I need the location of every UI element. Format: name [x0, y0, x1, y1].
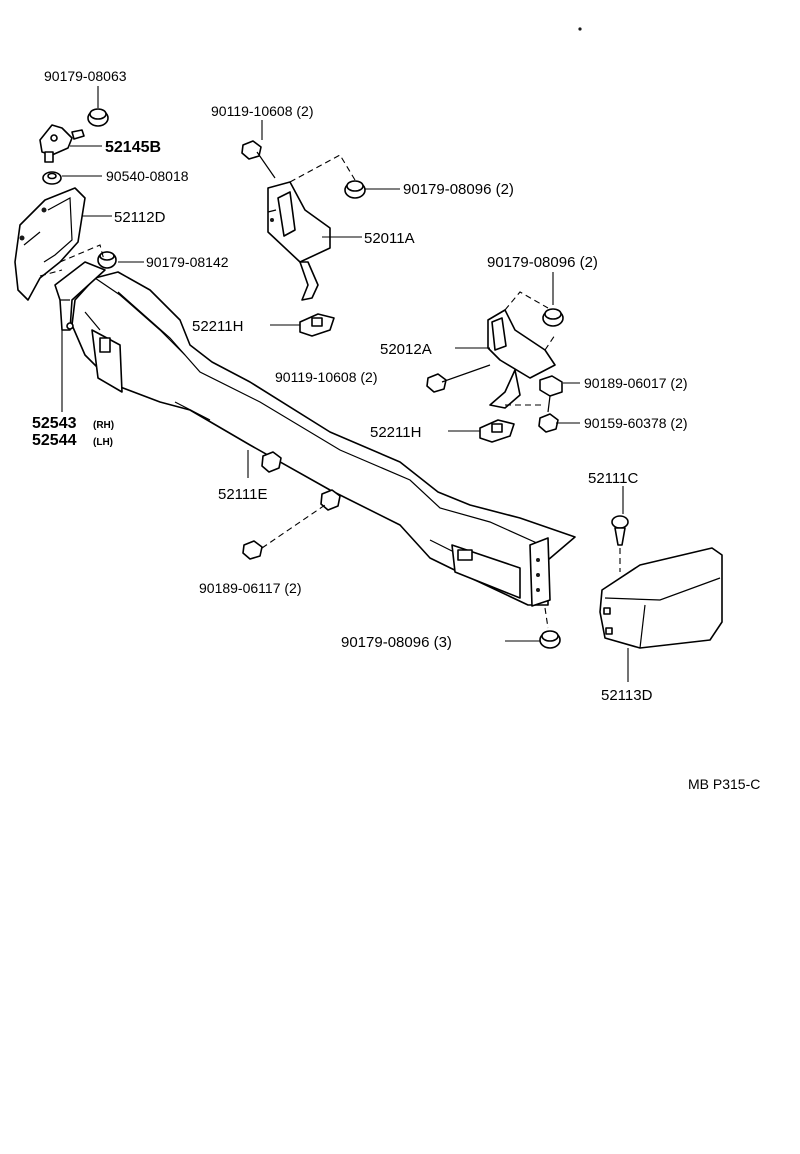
label-52145b: 52145B: [105, 139, 161, 156]
label-52211h-bottom: 52211H: [370, 424, 421, 441]
bolt-90159-60378: [538, 395, 559, 433]
print-mark: [578, 27, 582, 31]
label-52543: 52543: [32, 415, 77, 432]
label-52111e: 52111E: [218, 486, 268, 503]
label-90179-08096-bottom: 90179-08096 (3): [341, 634, 452, 651]
leader-lines: [61, 86, 629, 682]
clip-52211h-top: [299, 313, 335, 337]
bracket-52145b: [39, 124, 85, 163]
nut-90179-08096-top: [344, 180, 366, 199]
front-bumper-bar: [71, 271, 576, 607]
label-90159-60378: 90159-60378 (2): [584, 415, 688, 431]
label-90179-08096-mid: 90179-08096 (2): [487, 254, 598, 271]
label-52012a: 52012A: [380, 341, 432, 358]
bolt-90189-06117: [242, 540, 263, 560]
label-52011a: 52011A: [364, 230, 415, 247]
diagram-code: MB P315-C: [688, 776, 760, 792]
label-90189-06117: 90189-06117 (2): [199, 580, 301, 596]
label-52544: 52544: [32, 432, 77, 449]
label-52543-side: (RH): [93, 420, 114, 431]
label-90179-08063: 90179-08063: [44, 68, 127, 84]
bracket-52012a: [487, 309, 556, 409]
bumper-extension-right: [599, 547, 723, 649]
label-90189-06017: 90189-06017 (2): [584, 375, 688, 391]
label-52211h-top: 52211H: [192, 318, 243, 335]
washer-90540-08018: [42, 171, 62, 185]
label-52111c: 52111C: [588, 470, 638, 487]
bumper-side-stay: [54, 261, 106, 331]
bracket-52011a: [267, 181, 331, 301]
label-90119-10608-mid: 90119-10608 (2): [275, 369, 377, 385]
bumper-extension-left: [14, 187, 86, 301]
nut-90179-08096-bottom: [539, 630, 561, 649]
label-52113d: 52113D: [601, 687, 653, 704]
label-90179-08142: 90179-08142: [146, 254, 229, 270]
bolt-90119-10608-mid: [426, 364, 491, 393]
label-90179-08096-top: 90179-08096 (2): [403, 181, 514, 198]
clip-52111c: [611, 515, 629, 546]
nut-90179-08063: [87, 108, 109, 127]
nut-90179-08096-mid: [542, 308, 564, 327]
bolt-90119-10608-top: [241, 140, 276, 179]
label-52112d: 52112D: [114, 209, 166, 226]
label-52544-side: (LH): [93, 437, 113, 448]
nut-90189-06017: [539, 375, 563, 397]
label-90119-10608-top: 90119-10608 (2): [211, 103, 313, 119]
clip-52211h-bottom: [479, 419, 515, 443]
label-90540-08018: 90540-08018: [106, 168, 189, 184]
nut-90179-08142: [97, 251, 117, 269]
